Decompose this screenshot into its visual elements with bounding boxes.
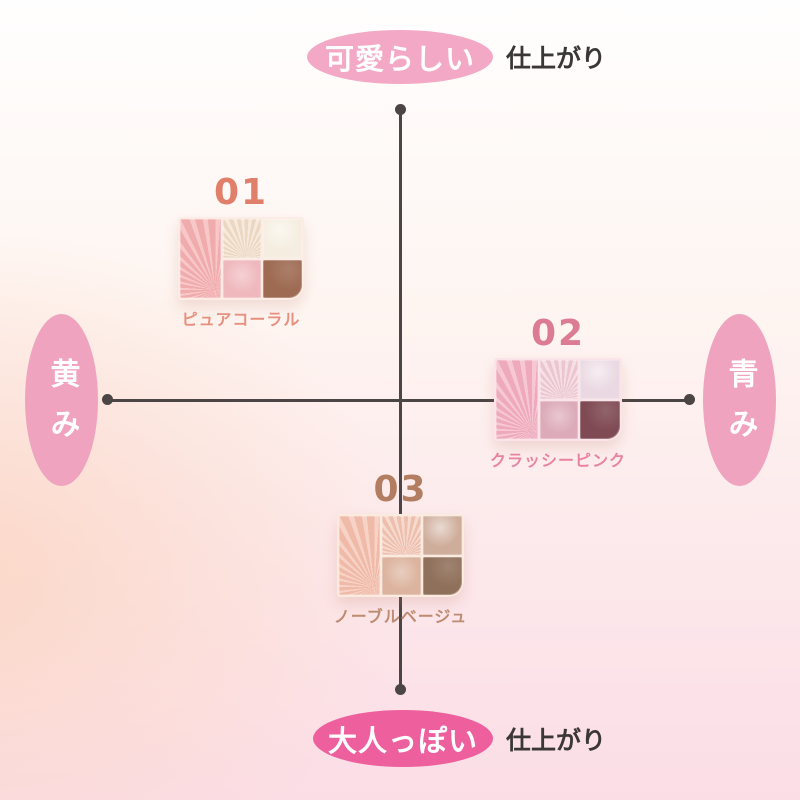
bottom-axis-oval: 大人っぽい <box>313 710 493 767</box>
horizontal-axis-line <box>108 399 690 402</box>
right-axis-oval: 青み <box>703 314 776 486</box>
product-number: 03 <box>373 469 428 510</box>
palette-pan-top-right <box>263 219 302 258</box>
product-name: ノーブルベージュ <box>333 607 468 626</box>
left-axis-label: 黄み <box>44 358 80 458</box>
palette-pan-bottom-right <box>580 400 620 439</box>
top-axis-label: 可愛らしい <box>324 42 475 76</box>
palette-pan-bottom-middle <box>223 259 261 298</box>
top-axis-suffix: 仕上がり <box>506 44 607 73</box>
axis-endpoint-dot-right <box>684 394 695 405</box>
axis-endpoint-dot-bottom <box>395 684 406 695</box>
palette-pan-left <box>339 516 381 595</box>
product-name: ピュアコーラル <box>181 310 301 329</box>
product-03: 03 ノーブルベージュ <box>334 469 467 627</box>
palette-pan-bottom-right <box>422 556 462 595</box>
palette-pan-top-right <box>422 516 462 555</box>
product-01: 01 ピュアコーラル <box>178 175 304 330</box>
palette-pan-top-right <box>580 360 620 399</box>
axis-endpoint-dot-top <box>395 104 406 115</box>
palette-pan-top-middle <box>539 360 579 399</box>
palette-image <box>178 217 304 300</box>
left-axis-oval: 黄み <box>25 314 98 486</box>
palette-pan-left <box>180 219 221 298</box>
bottom-axis-label: 大人っぽい <box>327 723 478 758</box>
palette-pan-bottom-right <box>263 259 302 298</box>
product-name: クラッシーピンク <box>490 451 627 470</box>
top-axis-oval: 可愛らしい <box>307 30 493 84</box>
right-axis-label: 青み <box>722 358 758 458</box>
palette-pan-left <box>496 360 538 439</box>
product-number: 01 <box>213 172 269 213</box>
palette-pan-top-middle <box>382 516 421 555</box>
axis-endpoint-dot-left <box>102 394 113 405</box>
palette-pan-bottom-middle <box>539 400 579 439</box>
product-number: 02 <box>530 313 586 354</box>
bottom-axis-suffix: 仕上がり <box>506 725 607 755</box>
palette-image <box>494 358 622 441</box>
palette-image <box>337 514 464 597</box>
palette-pan-top-middle <box>223 219 261 258</box>
palette-pan-bottom-middle <box>382 556 421 595</box>
product-02: 02 クラッシーピンク <box>490 313 625 471</box>
